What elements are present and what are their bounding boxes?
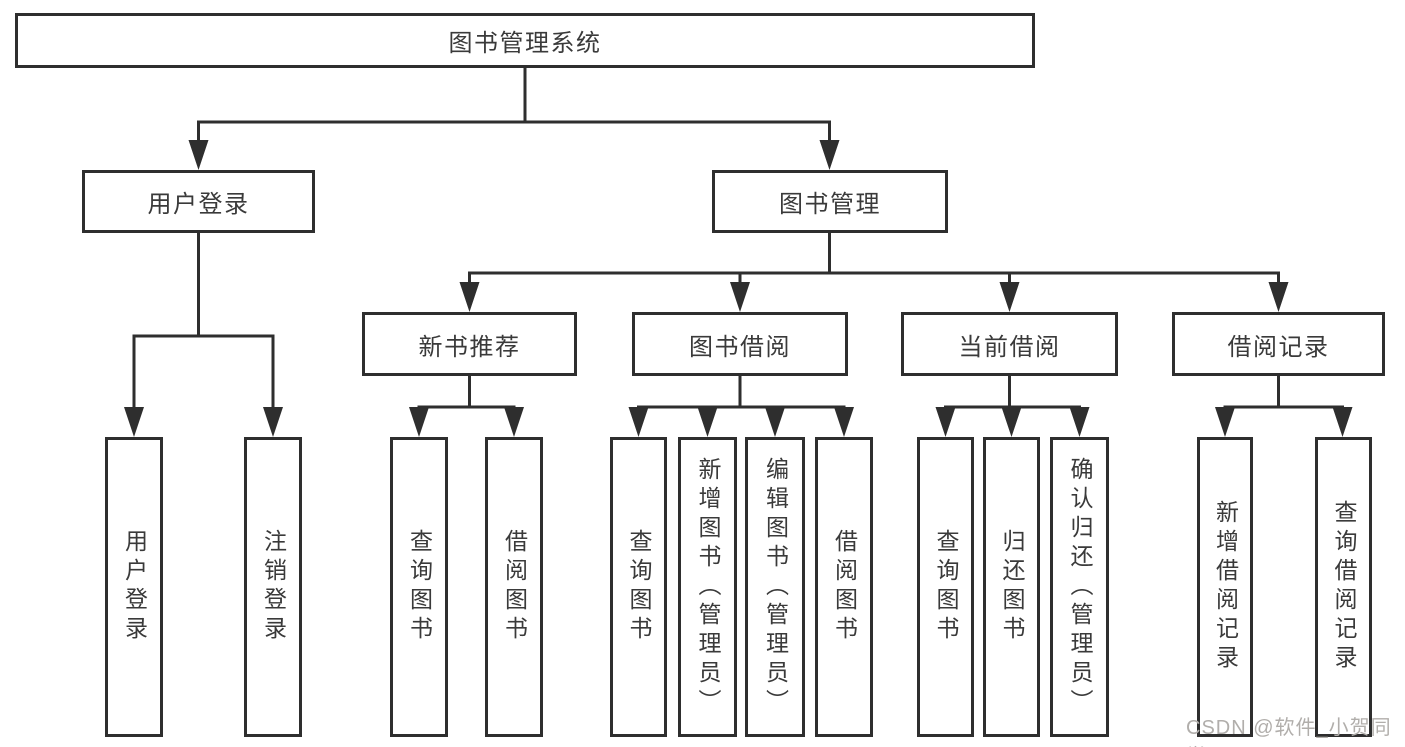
node-records-add-record: 新增借阅记录 [1197,437,1253,737]
node-borrowing-borrow-book: 借阅图书 [815,437,873,737]
node-current-return-book: 归还图书 [983,437,1040,737]
node-current-query-book: 查询图书 [917,437,974,737]
node-user-login: 用户登录 [82,170,315,233]
node-borrowing-records: 借阅记录 [1172,312,1385,376]
node-leaf-logout: 注销登录 [244,437,302,737]
node-records-query-record: 查询借阅记录 [1315,437,1372,737]
node-current-borrowing: 当前借阅 [901,312,1118,376]
node-book-management: 图书管理 [712,170,948,233]
book-management-branch-lines [468,233,1280,283]
node-borrowing-query-book: 查询图书 [610,437,667,737]
node-recommend-query-book: 查询图书 [390,437,448,737]
node-new-book-recommend: 新书推荐 [362,312,577,376]
connector-lines [132,68,1344,409]
node-borrowing-edit-book-admin: 编辑图书（管理员） [745,437,805,737]
root-to-level2-lines [197,68,831,141]
node-current-confirm-return-admin: 确认归还（管理员） [1050,437,1109,737]
node-book-borrowing: 图书借阅 [632,312,848,376]
node-root: 图书管理系统 [15,13,1035,68]
node-borrowing-add-book-admin: 新增图书（管理员） [678,437,737,737]
arrowheads [124,140,1353,437]
user-login-branch-lines [132,233,275,408]
node-recommend-borrow-book: 借阅图书 [485,437,543,737]
node-leaf-user-login: 用户登录 [105,437,163,737]
level3-branch-lines [417,376,1344,409]
csdn-watermark: CSDN @软件_小贺同学 [1186,717,1392,747]
